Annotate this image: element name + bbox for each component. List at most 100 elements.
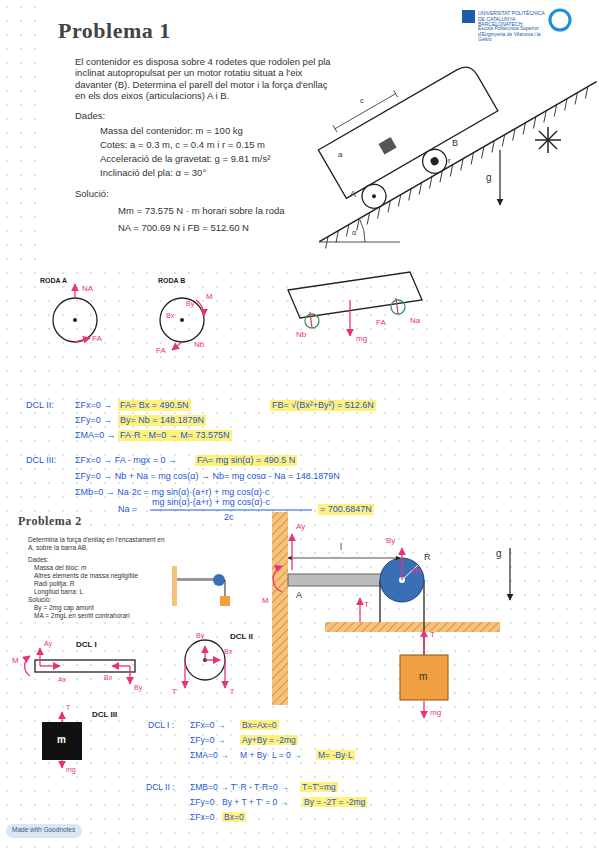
horizontal-reference	[319, 242, 400, 243]
hatch-stroke	[456, 159, 467, 171]
block-label: m	[57, 734, 66, 746]
screenshot-panel	[15, 530, 265, 620]
equation: ΣFx=0 → FA - mgx = 0 →	[75, 455, 177, 466]
hatch-stroke	[477, 147, 488, 159]
printed-text: r	[448, 156, 451, 166]
highlighted-result: = 700.6847N	[318, 504, 374, 515]
force-label: T	[430, 630, 435, 640]
equation: ΣFx=0 →	[190, 720, 225, 730]
container-fbd	[288, 272, 422, 336]
highlighted-result: T=T'=mg	[300, 782, 338, 792]
hatch-stroke	[581, 87, 592, 99]
pulley-fbd	[185, 640, 225, 688]
angle-arc	[360, 220, 365, 242]
force-label: M	[206, 292, 213, 302]
printed-text: g	[486, 172, 492, 184]
equation: ΣFy=0 →	[190, 735, 225, 745]
equation: M + By· L = 0 →	[240, 750, 302, 760]
printed-text: Cotes: a = 0.3 m, c = 0.4 m i r = 0.15 m	[100, 139, 265, 150]
hatch-stroke	[467, 153, 478, 165]
highlighted-result: Bx=Ax=0	[240, 720, 279, 730]
hatch-stroke	[342, 225, 353, 237]
equation: DCL II :	[146, 782, 175, 792]
force-label: T	[66, 704, 70, 712]
heading: Problema 2	[18, 514, 82, 528]
printed-text: By = 2mg cap amunt	[34, 604, 94, 612]
force-label: mg	[430, 708, 441, 718]
force-label: mg	[66, 766, 76, 774]
handwritten-heading: RODA A	[40, 277, 67, 285]
hatch-stroke	[394, 195, 405, 207]
logo-text: Escola Politècnica Superior d'Enginyeria…	[478, 26, 550, 43]
hatch-stroke	[519, 123, 530, 135]
heading: Problema 1	[58, 18, 171, 44]
hatch-stroke	[446, 165, 457, 177]
equation: Na =	[118, 504, 137, 515]
highlighted-result: By= Nb = 148.1879N	[118, 415, 206, 426]
highlighted-result: By = -2T = -2mg	[302, 797, 367, 807]
force-label: T'	[172, 688, 178, 696]
hatch-stroke	[383, 201, 394, 213]
printed-text: l	[340, 542, 342, 553]
handwritten-heading: DCL I	[76, 640, 97, 650]
force-label: Nb	[194, 340, 204, 350]
wheel-a-fbd	[53, 284, 97, 342]
force-label: M	[12, 656, 19, 666]
printed-text: Inclinació del pla: α = 30°	[100, 167, 206, 178]
printed-text: NA = 700.69 N i FB = 512.60 N	[118, 222, 249, 233]
highlighted-result: Ay+By = -2mg	[240, 735, 298, 745]
printed-text: Massa del contenidor: m = 100 kg	[100, 125, 243, 136]
pulley-diagram	[272, 512, 510, 718]
equation: 2c	[224, 512, 234, 523]
printed-text: El contenidor es disposa sobre 4 rodetes…	[75, 56, 337, 102]
wheel-b-fbd	[160, 298, 204, 350]
highlighted-result: FA= mg sin(α) = 490.5 N	[195, 455, 297, 466]
printed-text: Solució:	[28, 596, 51, 604]
force-label: Ax	[58, 676, 66, 684]
equation: mg sin(α)·(a+r) + mg cos(α)·c	[152, 497, 270, 508]
force-label: Bx	[104, 674, 112, 682]
equation: By + T + T' = 0 →	[222, 797, 288, 807]
hatch-stroke	[487, 141, 498, 153]
printed-text: g	[496, 548, 502, 560]
printed-text: Radi politja: R	[34, 580, 74, 588]
equation: DCL II:	[26, 400, 54, 411]
printed-text: Solució:	[75, 188, 109, 199]
axes-icon	[535, 127, 561, 153]
equation: ΣFx=0 →	[75, 400, 112, 411]
equation: ΣMA=0 →	[75, 430, 116, 441]
force-label: mg	[356, 334, 367, 344]
force-label: FA	[92, 334, 102, 344]
force-label: Bx	[224, 648, 232, 656]
block-fbd	[42, 712, 82, 768]
equation: ΣFx=0	[190, 812, 214, 822]
equation: ΣFy=0 → Nb + Na = mg cos(α) → Nb= mg cos…	[75, 471, 340, 482]
mini-figure	[172, 566, 230, 606]
printed-text: A	[350, 189, 356, 200]
hatch-stroke	[425, 177, 436, 189]
force-label: M	[262, 596, 269, 606]
force-label: Ay	[296, 522, 305, 532]
force-label: By	[186, 300, 194, 308]
force-label: Bx	[166, 312, 174, 320]
printed-text: Dades:	[75, 110, 105, 121]
force-label: By	[134, 684, 142, 692]
force-label: Nb	[296, 330, 306, 340]
force-label: T	[230, 688, 234, 696]
equation: ΣFy=0 →	[75, 415, 112, 426]
force-label: T	[364, 600, 369, 610]
printed-text: Acceleració de la gravetat: g = 9.81 m/s…	[100, 153, 270, 164]
force-label: FA	[156, 346, 166, 356]
highlighted-result: M= -By·L	[316, 750, 355, 760]
force-label: Bx	[412, 566, 421, 576]
handwritten-heading: DCL II	[230, 632, 253, 642]
printed-text: m	[419, 671, 427, 683]
highlighted-result: FA= Bx = 490.5N	[118, 400, 191, 411]
printed-text: c	[360, 96, 364, 106]
printed-text: Determina la força d'enllaç en l'encasta…	[28, 536, 166, 552]
hatch-stroke	[415, 183, 426, 195]
equation: DCL III:	[26, 455, 56, 466]
hatch-stroke	[363, 213, 374, 225]
force-label: Ay	[44, 640, 52, 648]
handwritten-heading: DCL III	[92, 710, 117, 720]
